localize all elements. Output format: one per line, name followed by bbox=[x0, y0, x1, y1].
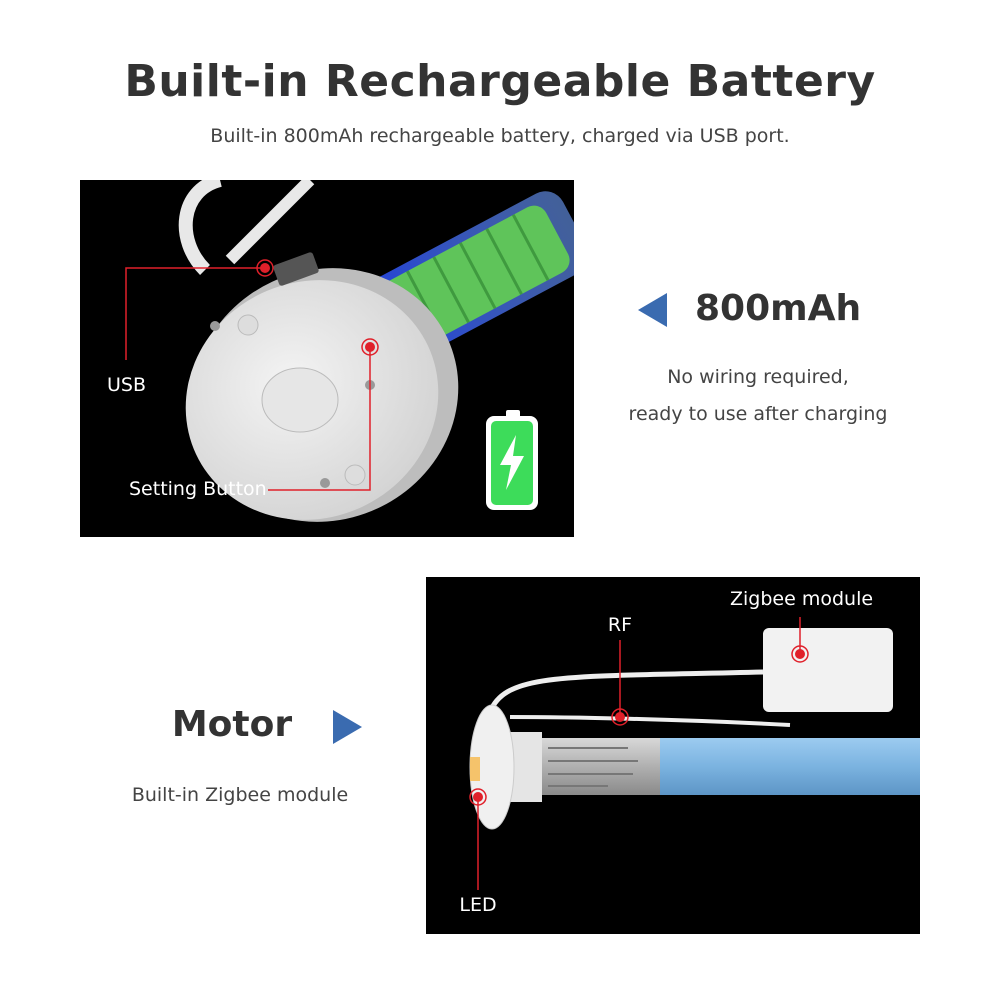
rf-label: RF bbox=[607, 614, 633, 636]
zigbee-module-box bbox=[763, 628, 893, 712]
arrow-left-icon bbox=[638, 293, 667, 327]
arrow-right-icon bbox=[333, 710, 362, 744]
page-subtitle: Built-in 800mAh rechargeable battery, ch… bbox=[210, 125, 790, 147]
setting-button-label: Setting Button bbox=[129, 478, 267, 500]
zigbee-callout bbox=[791, 617, 809, 663]
motor-product-image: Zigbee module RF LED bbox=[426, 577, 920, 934]
rf-callout bbox=[611, 640, 629, 726]
battery-charging-icon bbox=[486, 410, 538, 510]
capacity-desc-line-1: No wiring required, bbox=[667, 366, 849, 388]
zigbee-module-label: Zigbee module bbox=[730, 588, 874, 610]
battery-product-image: USB Setting Button bbox=[80, 180, 574, 537]
motor-head-illustration bbox=[125, 180, 574, 522]
tubular-motor-illustration bbox=[469, 617, 920, 890]
page-title: Built-in Rechargeable Battery bbox=[124, 56, 876, 107]
usb-label: USB bbox=[107, 374, 147, 396]
setting-button-callout bbox=[268, 338, 379, 491]
usb-callout bbox=[125, 259, 274, 360]
capacity-heading: 800mAh bbox=[695, 288, 862, 329]
led-callout bbox=[469, 788, 487, 890]
motor-description: Built-in Zigbee module bbox=[131, 784, 349, 806]
motor-heading: Motor bbox=[171, 704, 293, 745]
capacity-desc-line-2: ready to use after charging bbox=[628, 403, 888, 425]
led-label: LED bbox=[459, 894, 497, 916]
